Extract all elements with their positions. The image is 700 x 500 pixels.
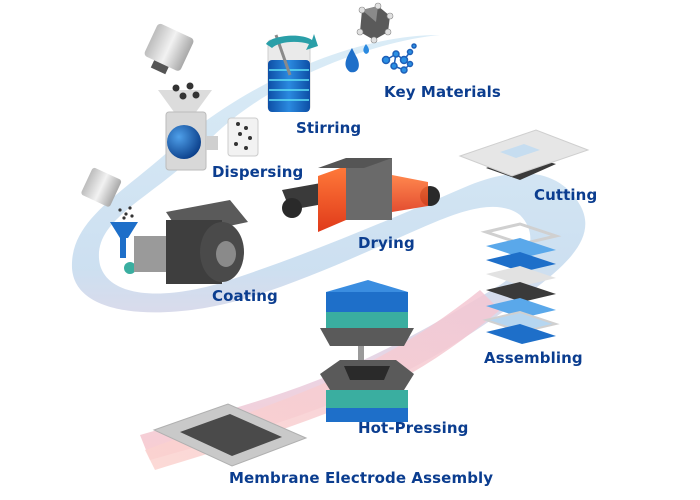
dispersing-illustration: [144, 23, 259, 171]
coating-illustration: [81, 167, 248, 284]
stirring-illustration: [266, 34, 318, 112]
step-label-drying: Drying: [358, 234, 415, 252]
step-label-hot-pressing: Hot-Pressing: [358, 419, 469, 437]
step-label-coating: Coating: [212, 287, 278, 305]
step-label-dispersing: Dispersing: [212, 163, 304, 181]
mea-illustration: [152, 403, 308, 467]
step-label-mea: Membrane Electrode Assembly: [229, 469, 494, 487]
step-label-key-materials: Key Materials: [384, 83, 501, 101]
step-label-stirring: Stirring: [296, 119, 362, 137]
hot-pressing-illustration: [320, 280, 414, 422]
key-materials-illustration: [345, 2, 417, 74]
cutting-illustration: [458, 129, 590, 180]
step-label-cutting: Cutting: [534, 186, 598, 204]
step-label-assembling: Assembling: [484, 349, 583, 367]
assembling-illustration: [480, 222, 562, 344]
drying-illustration: [282, 158, 440, 232]
